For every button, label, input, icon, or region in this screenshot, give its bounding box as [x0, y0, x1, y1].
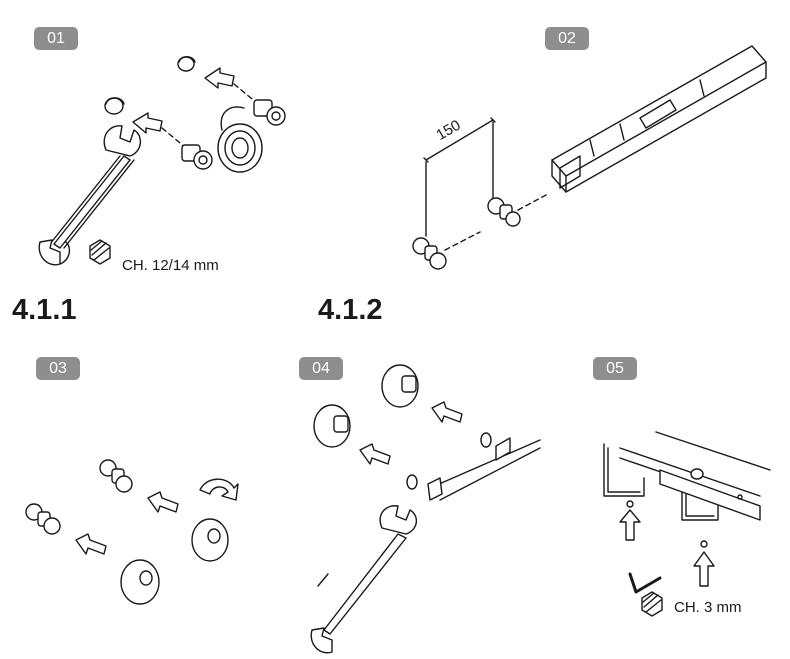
arrow-left-icon — [133, 113, 162, 133]
section-heading-4-1-1: 4.1.1 — [12, 294, 77, 326]
arrow-left-icon — [148, 492, 178, 512]
radiator-rail-icon — [552, 46, 766, 192]
radiator-edge — [430, 440, 540, 500]
hex-key-icon — [630, 574, 660, 592]
hex-nut-icon — [90, 240, 110, 264]
grub-screw-icon — [627, 501, 633, 507]
connection-fitting-icon — [488, 198, 520, 226]
threaded-nipple-icon — [254, 100, 285, 125]
hex-key-size-label: CH. 3 mm — [674, 599, 742, 616]
step-05-illustration — [604, 432, 770, 616]
fitting-cap-icon — [178, 57, 195, 71]
step-03-illustration — [26, 460, 238, 604]
screw-hole-icon — [691, 469, 703, 479]
step-badge-01: 01 — [34, 27, 78, 50]
wrench-size-label: CH. 12/14 mm — [122, 257, 219, 274]
step-badge-04: 04 — [299, 357, 343, 380]
grub-screw-icon — [701, 541, 707, 547]
arrow-left-icon — [360, 444, 390, 464]
threaded-nipple-icon — [26, 504, 60, 534]
wrench-icon — [39, 126, 140, 265]
arrow-up-icon — [694, 552, 714, 586]
wall-rosette-icon — [314, 405, 350, 447]
o-ring-icon — [481, 433, 491, 447]
arrow-left-icon — [76, 534, 106, 554]
wall-rosette-icon — [121, 560, 159, 604]
dimension-line — [426, 120, 493, 160]
wall-bracket-icon — [604, 444, 644, 496]
hex-nut-icon — [642, 592, 662, 616]
wall-rosette-icon — [192, 519, 228, 561]
step-01-illustration — [39, 57, 285, 265]
step-badge-03: 03 — [36, 357, 80, 380]
fitting-cap-icon — [105, 98, 124, 114]
arrow-left-icon — [432, 402, 462, 422]
step-04-illustration — [311, 365, 540, 653]
rotate-arrow-icon — [200, 479, 238, 500]
arrow-up-icon — [620, 510, 640, 540]
motion-mark — [318, 574, 328, 586]
threaded-nipple-icon — [100, 460, 132, 492]
step-02-illustration: 150 — [413, 46, 766, 269]
wall-rosette-icon — [382, 365, 418, 407]
wrench-icon — [311, 506, 416, 653]
section-heading-4-1-2: 4.1.2 — [318, 294, 383, 326]
step-badge-02: 02 — [545, 27, 589, 50]
o-ring-icon — [407, 475, 417, 489]
arrow-left-icon — [205, 68, 234, 88]
ptfe-tape-roll-icon — [218, 107, 262, 172]
step-badge-05: 05 — [593, 357, 637, 380]
threaded-nipple-icon — [182, 145, 212, 169]
connection-fitting-icon — [413, 238, 446, 269]
